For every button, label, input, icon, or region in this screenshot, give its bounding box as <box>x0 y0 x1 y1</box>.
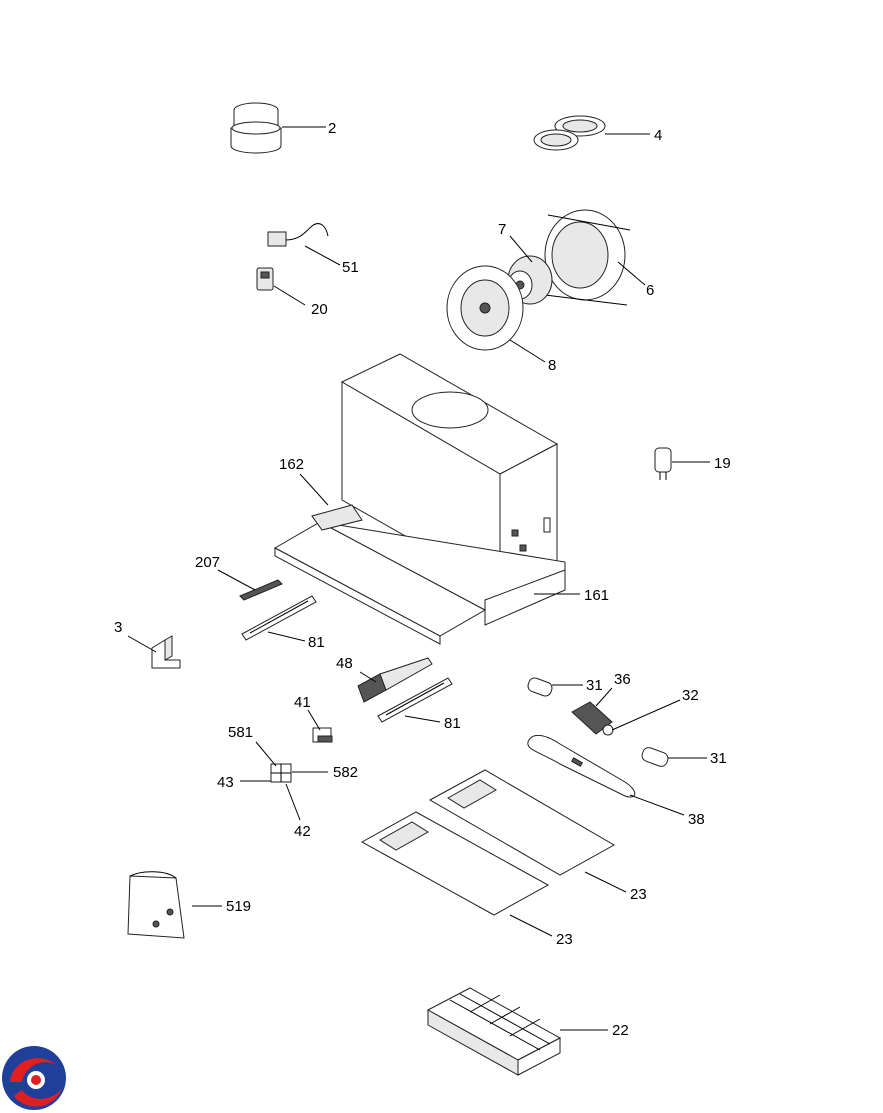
bracket-strip-part <box>239 579 283 601</box>
label-cover-discs: 4 <box>654 127 662 144</box>
hardware-bag-part <box>127 871 185 939</box>
leader-lines <box>127 126 710 1031</box>
fan-housing-part <box>446 265 524 351</box>
filter-upper-part <box>428 769 616 876</box>
label-lamp-holder-top: 581 <box>228 724 253 741</box>
capacitor-part <box>654 447 672 480</box>
label-lamp-holder-bottom: 42 <box>294 823 311 840</box>
bulb-right-part <box>641 747 669 767</box>
label-bulb-left: 31 <box>586 677 603 694</box>
label-rear-panel: 161 <box>584 587 609 604</box>
label-fan-housing: 8 <box>548 357 556 374</box>
callout-labels: 2 4 7 6 51 20 8 19 162 161 207 3 81 48 8… <box>114 120 731 1039</box>
label-lamp-holder-side: 582 <box>333 764 358 781</box>
brand-logo-icon <box>2 1046 66 1110</box>
label-microswitch: 41 <box>294 694 311 711</box>
carbon-filter-tray-part <box>426 987 562 1076</box>
slide-rail-right-part <box>377 677 453 723</box>
label-hardware-bag: 519 <box>226 898 251 915</box>
microswitch-part <box>312 727 333 743</box>
label-motor: 7 <box>498 221 506 238</box>
lamp-holder-part <box>270 763 292 783</box>
filter-lower-part <box>360 811 550 916</box>
cover-discs-part <box>533 115 606 151</box>
duct-collar-part <box>230 102 282 154</box>
slide-rail-left-part <box>241 595 317 641</box>
label-clip: 3 <box>114 619 122 636</box>
label-slide-rail-left: 81 <box>308 634 325 651</box>
label-switch: 20 <box>311 301 328 318</box>
label-carbon-filter-tray: 22 <box>612 1022 629 1039</box>
label-slide-rail-right: 81 <box>444 715 461 732</box>
label-filter-lower: 23 <box>556 931 573 948</box>
control-module-part <box>357 657 433 703</box>
label-control-module: 48 <box>336 655 353 672</box>
label-filter-upper: 23 <box>630 886 647 903</box>
lamp-cover-part <box>527 735 636 798</box>
cable-connector-part <box>267 223 329 247</box>
label-fan-wheel: 6 <box>646 282 654 299</box>
bulb-left-part <box>527 677 553 697</box>
label-lamp-socket: 36 <box>614 671 631 688</box>
label-bracket-strip: 207 <box>195 554 220 571</box>
label-cable-connector: 51 <box>342 259 359 276</box>
label-lamp-cover: 38 <box>688 811 705 828</box>
hood-body <box>273 353 566 645</box>
clip-part <box>151 635 181 669</box>
label-lamp-holder-left: 43 <box>217 774 234 791</box>
label-lamp-connector: 32 <box>682 687 699 704</box>
label-front-panel: 162 <box>279 456 304 473</box>
lamp-socket-part <box>571 701 614 736</box>
label-duct-collar: 2 <box>328 120 336 137</box>
switch-part <box>256 267 274 291</box>
label-bulb-right: 31 <box>710 750 727 767</box>
fan-wheel-part <box>544 209 631 306</box>
label-capacitor: 19 <box>714 455 731 472</box>
